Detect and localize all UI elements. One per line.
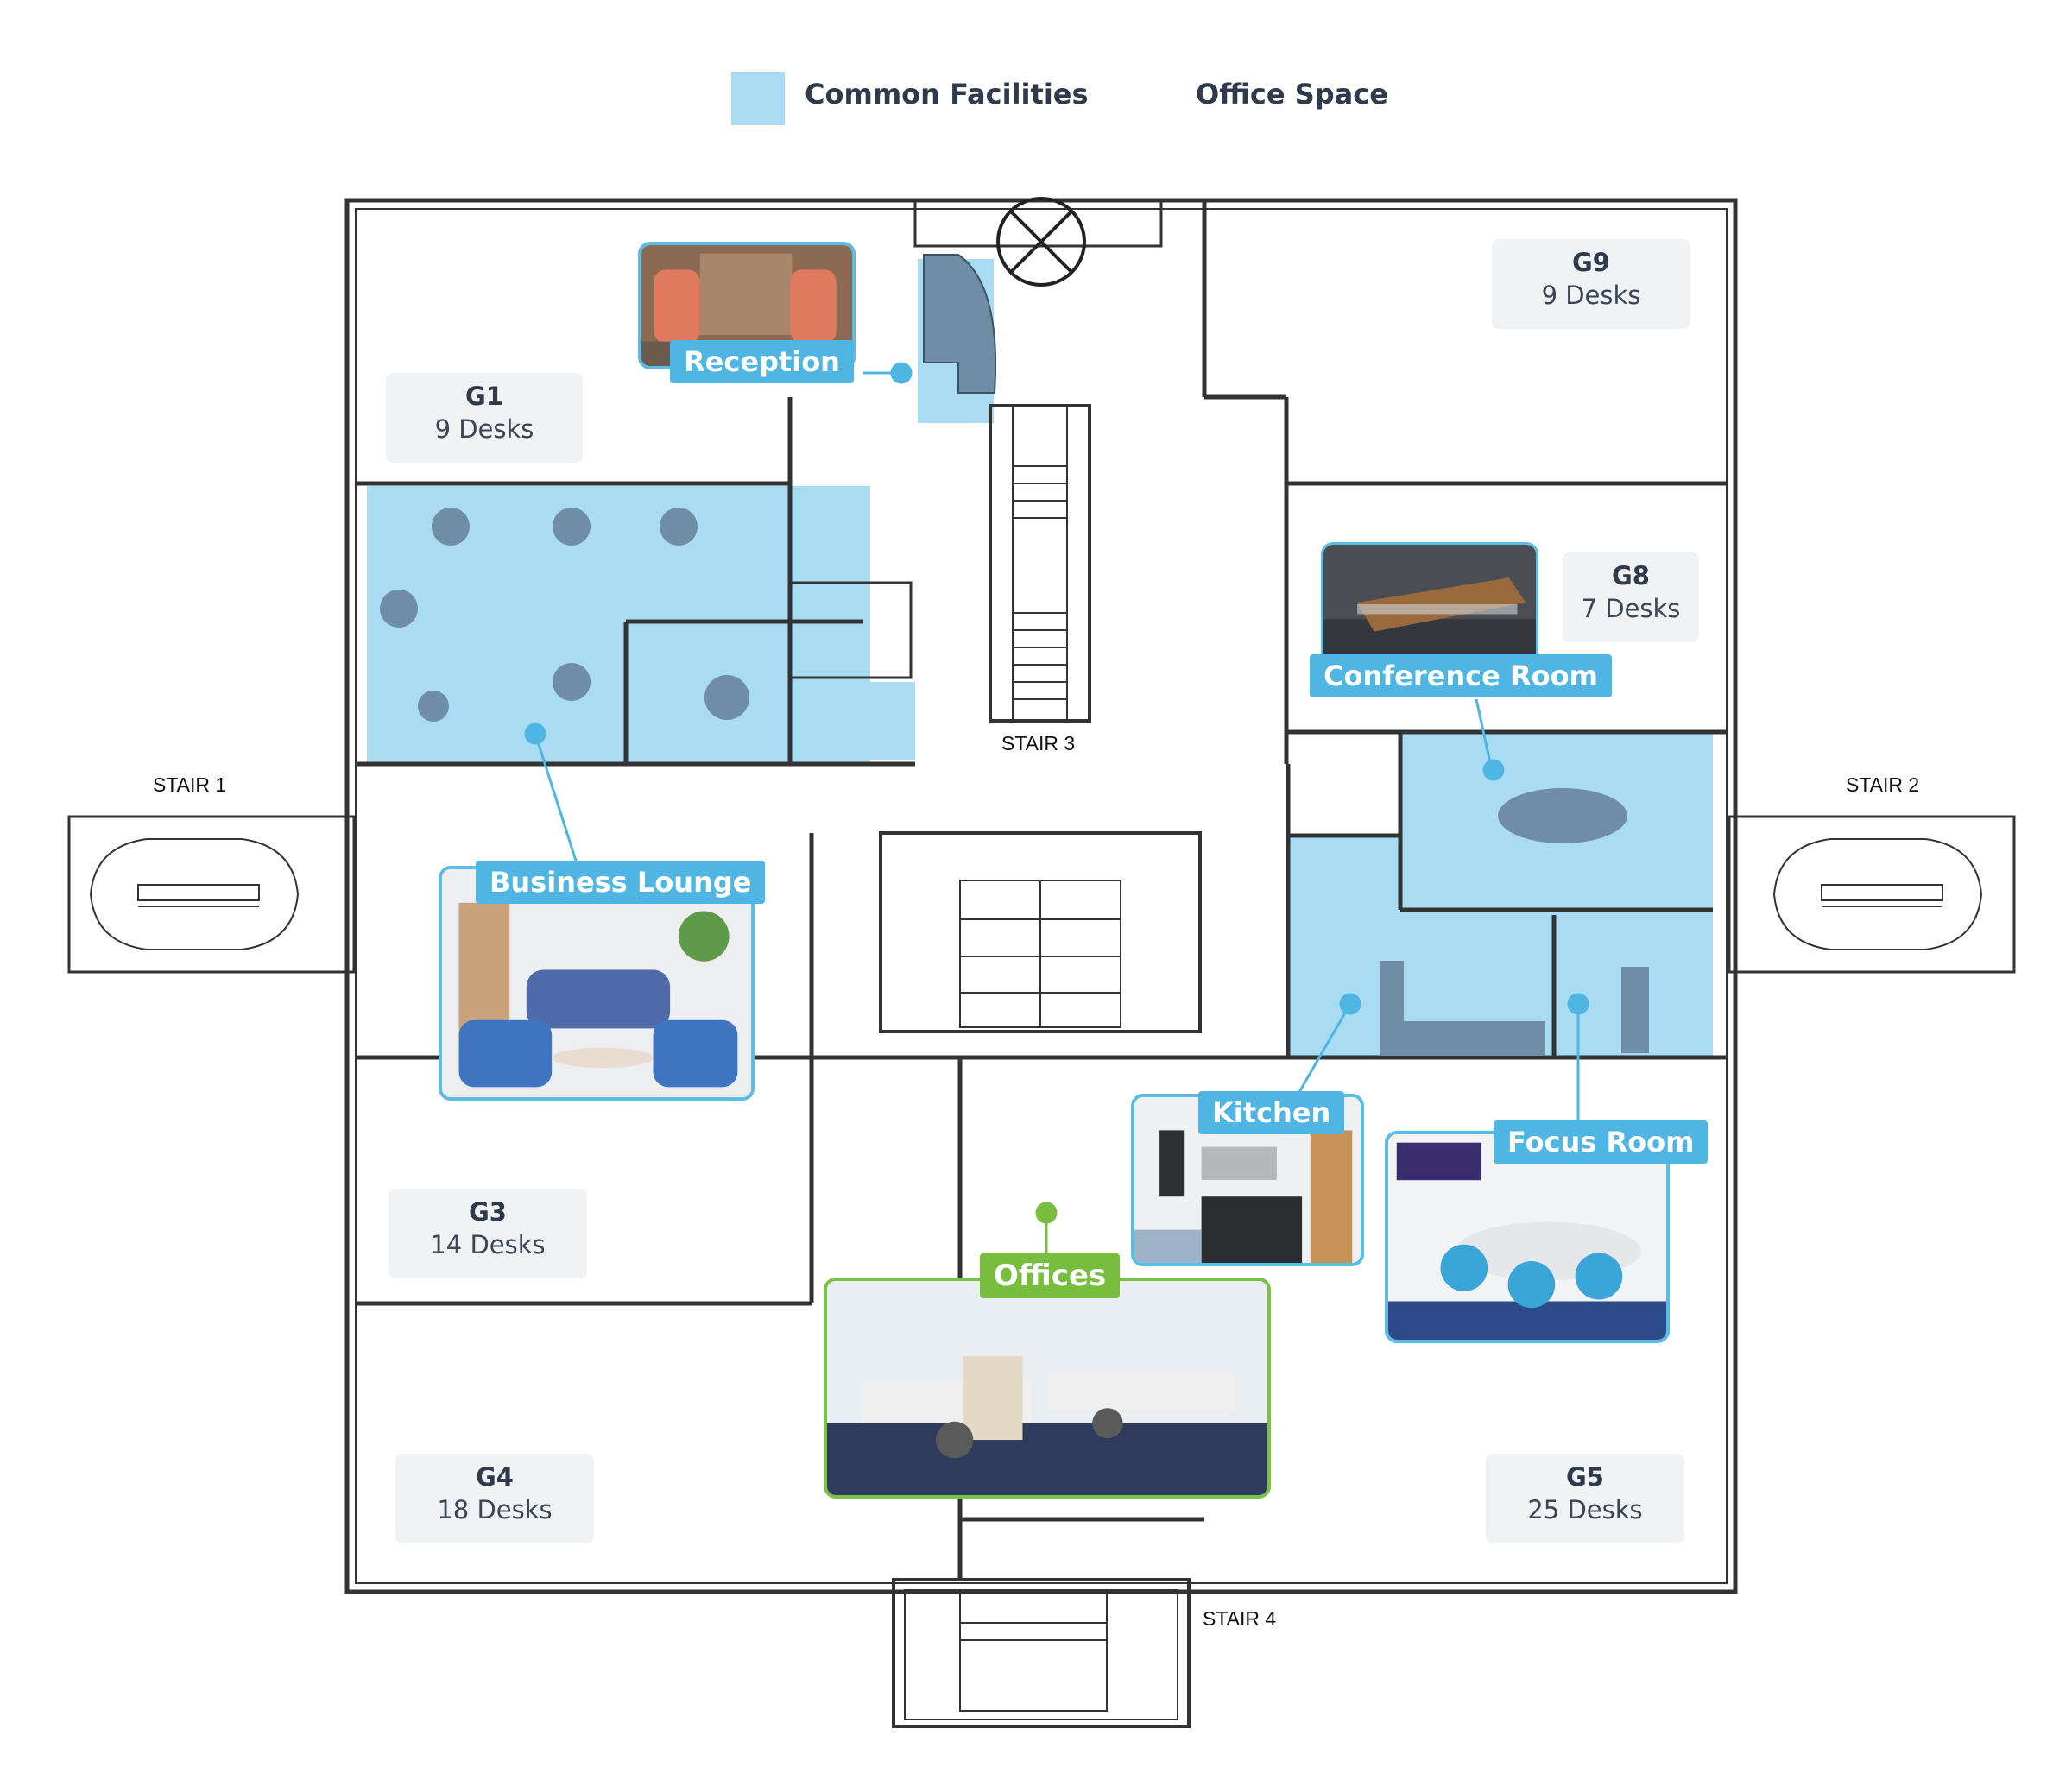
conference-room-photo[interactable] bbox=[1321, 542, 1538, 665]
wc-block bbox=[788, 581, 1202, 1033]
room-g3-desks: 14 Desks bbox=[430, 1230, 546, 1259]
stair-1-label: STAIR 1 bbox=[153, 773, 227, 796]
room-g1-id: G1 bbox=[465, 382, 503, 411]
room-g3[interactable]: G3 14 Desks bbox=[388, 1189, 587, 1278]
revolving-door bbox=[996, 197, 1086, 287]
conference-room-photo-image bbox=[1323, 545, 1536, 662]
business-lounge-tag[interactable]: Business Lounge bbox=[476, 861, 766, 904]
room-g8-id: G8 bbox=[1612, 561, 1650, 590]
focus-room-tag[interactable]: Focus Room bbox=[1494, 1120, 1709, 1164]
conference-room-tag[interactable]: Conference Room bbox=[1310, 654, 1612, 697]
offices-callout-line bbox=[1035, 1202, 1058, 1254]
business-lounge-photo[interactable] bbox=[439, 866, 755, 1101]
stair-4-drawing bbox=[959, 1589, 1108, 1712]
focus-room-photo[interactable] bbox=[1385, 1131, 1670, 1343]
room-g9-id: G9 bbox=[1572, 248, 1610, 277]
room-g1[interactable]: G1 9 Desks bbox=[386, 373, 583, 463]
room-g5-id: G5 bbox=[1566, 1462, 1604, 1492]
room-g3-id: G3 bbox=[469, 1197, 507, 1227]
kitchen-tag[interactable]: Kitchen bbox=[1198, 1091, 1345, 1134]
legend-office-label: Office Space bbox=[1196, 78, 1388, 110]
room-g5-desks: 25 Desks bbox=[1527, 1495, 1643, 1524]
offices-photo[interactable] bbox=[824, 1278, 1271, 1499]
kitchen-photo-image bbox=[1134, 1097, 1361, 1263]
focus-room-photo-image bbox=[1388, 1134, 1666, 1340]
room-g4-desks: 18 Desks bbox=[437, 1495, 553, 1524]
room-g4[interactable]: G4 18 Desks bbox=[395, 1454, 594, 1543]
legend-common-swatch bbox=[731, 72, 785, 125]
room-g1-desks: 9 Desks bbox=[434, 414, 534, 444]
offices-photo-image bbox=[827, 1281, 1267, 1495]
stair-2-label: STAIR 2 bbox=[1846, 773, 1920, 796]
reception-tag[interactable]: Reception bbox=[670, 340, 854, 383]
room-g5[interactable]: G5 25 Desks bbox=[1486, 1454, 1684, 1543]
reception-desk bbox=[923, 254, 997, 394]
central-stair bbox=[989, 404, 1091, 723]
stair-3-label: STAIR 3 bbox=[1001, 732, 1076, 754]
business-lounge-photo-image bbox=[442, 869, 751, 1097]
room-g9[interactable]: G9 9 Desks bbox=[1492, 239, 1690, 329]
stair-2-drawing bbox=[1772, 838, 1983, 950]
kitchen-photo[interactable] bbox=[1131, 1094, 1364, 1266]
offices-tag[interactable]: Offices bbox=[980, 1253, 1121, 1298]
room-g9-desks: 9 Desks bbox=[1541, 281, 1641, 310]
wc-area bbox=[790, 682, 915, 760]
legend-common-label: Common Facilities bbox=[805, 78, 1089, 110]
callout-lines bbox=[524, 362, 1589, 1122]
furniture bbox=[380, 508, 1649, 1056]
stair-1-drawing bbox=[89, 838, 300, 950]
room-g8[interactable]: G8 7 Desks bbox=[1563, 552, 1699, 642]
stair-4-label: STAIR 4 bbox=[1203, 1607, 1277, 1630]
room-g8-desks: 7 Desks bbox=[1581, 594, 1681, 623]
room-g4-id: G4 bbox=[476, 1462, 514, 1492]
